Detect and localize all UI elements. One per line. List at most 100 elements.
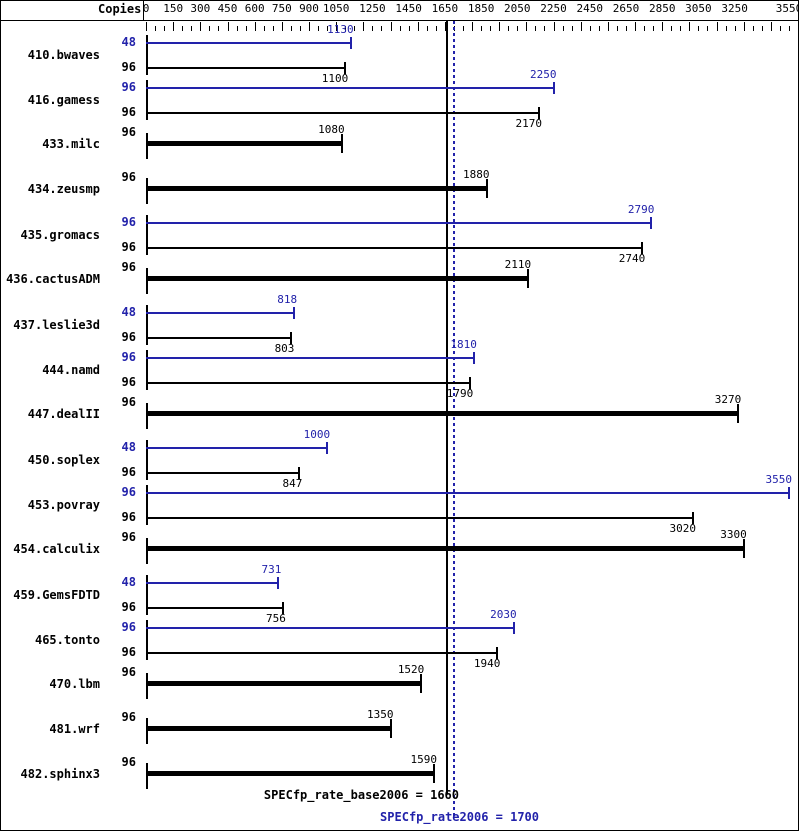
copies-value-base: 96 <box>121 755 136 769</box>
bar-value-label-base: 1590 <box>410 753 437 766</box>
axis-minor-tick <box>327 26 329 31</box>
bar-value-label-base: 1880 <box>463 168 490 181</box>
bar-value-label-base: 2110 <box>504 258 532 271</box>
axis-tick-label: 2050 <box>504 2 531 15</box>
axis-tick-label: 2250 <box>540 2 567 15</box>
peak-reference-line <box>452 21 455 816</box>
bar-end-cap-peak <box>293 307 296 319</box>
bar-peak <box>146 357 474 359</box>
benchmark-name-label: 436.cactusADM <box>6 272 100 286</box>
bar-end-cap-base <box>389 719 392 738</box>
axis-minor-tick <box>752 26 754 31</box>
axis-minor-tick <box>517 26 519 31</box>
bar-base <box>146 112 540 114</box>
axis-minor-tick <box>544 26 546 31</box>
bar-base <box>146 411 739 416</box>
footer-peak-score: SPECfp_rate2006 = 1700 <box>380 810 539 824</box>
axis-tick-label: 2850 <box>648 2 676 15</box>
benchmark-name-label: 470.lbm <box>49 677 100 691</box>
bar-end-cap-peak <box>788 487 790 499</box>
bar-value-label-base: 2170 <box>515 117 543 130</box>
axis-minor-tick <box>408 26 410 31</box>
copies-value-peak: 48 <box>121 35 136 49</box>
footer-base-score: SPECfp_rate_base2006 = 1660 <box>263 788 459 802</box>
bar-value-label-base: 1080 <box>318 123 345 136</box>
axis-tick-label: 3550 <box>775 2 799 15</box>
axis-tick-label: 1450 <box>395 2 422 15</box>
axis-minor-tick <box>734 26 736 31</box>
axis-minor-tick <box>707 26 709 31</box>
bar-value-label-peak: 818 <box>277 293 298 306</box>
axis-minor-tick <box>354 26 356 31</box>
axis-tick-label: 3050 <box>685 2 712 15</box>
axis-major-tick <box>770 22 772 31</box>
axis-minor-tick <box>290 26 292 31</box>
bar-value-label-peak: 731 <box>261 563 282 576</box>
axis-major-tick <box>227 22 229 31</box>
axis-major-tick <box>281 22 283 31</box>
axis-minor-tick <box>616 26 618 31</box>
copies-value-peak: 96 <box>121 350 136 364</box>
bar-end-cap-base <box>742 539 745 558</box>
bar-base <box>146 517 693 519</box>
axis-minor-tick <box>481 26 483 31</box>
row-origin-tick <box>146 403 148 429</box>
bar-value-label-base: 1100 <box>321 72 349 85</box>
copies-value-base: 96 <box>121 465 136 479</box>
copies-column-header: Copies <box>98 2 142 16</box>
axis-major-tick <box>309 22 310 31</box>
axis-minor-tick <box>182 26 184 31</box>
axis-major-tick <box>499 22 501 31</box>
bar-end-cap-peak <box>349 37 352 49</box>
row-origin-tick <box>146 35 148 75</box>
bar-end-cap-base <box>485 179 488 198</box>
copies-value-base: 96 <box>121 645 136 659</box>
bar-end-cap-base <box>692 512 694 524</box>
chart-border-top <box>0 0 799 1</box>
copies-value-base: 96 <box>121 260 136 274</box>
bar-value-label-base: 3270 <box>714 393 742 406</box>
axis-minor-tick <box>399 26 401 31</box>
axis-major-tick <box>444 22 446 31</box>
axis-major-tick <box>254 22 256 31</box>
axis-minor-tick <box>535 26 537 31</box>
bar-base <box>146 186 487 191</box>
benchmark-name-label: 459.GemsFDTD <box>13 587 100 602</box>
copies-value-peak: 96 <box>121 80 136 94</box>
bar-end-cap-base <box>281 602 284 614</box>
bar-end-cap-base <box>432 764 435 783</box>
bar-end-cap-base <box>469 377 472 389</box>
bar-end-cap-peak <box>472 352 475 364</box>
axis-major-tick <box>689 22 691 31</box>
bar-end-cap-base <box>420 674 423 693</box>
axis-minor-tick <box>299 26 301 31</box>
bar-value-label-peak: 1130 <box>327 23 354 36</box>
bar-end-cap-base <box>538 107 541 119</box>
benchmark-name-label: 410.bwaves <box>27 47 100 62</box>
axis-minor-tick <box>155 26 157 31</box>
chart-border-left <box>0 0 1 831</box>
row-origin-tick <box>146 268 148 294</box>
axis-major-tick <box>553 22 555 31</box>
axis-minor-tick <box>698 26 700 31</box>
axis-tick-label: 600 <box>244 2 265 15</box>
axis-major-tick <box>716 22 718 31</box>
axis-minor-tick <box>345 26 347 31</box>
bar-value-label-base: 1520 <box>397 663 425 676</box>
benchmark-name-label: 447.dealII <box>27 407 100 421</box>
copies-value-peak: 96 <box>121 485 136 499</box>
axis-major-tick <box>363 22 365 31</box>
bar-value-label-base: 1940 <box>473 657 501 670</box>
axis-minor-tick <box>191 26 193 31</box>
axis-major-tick <box>200 22 202 31</box>
axis-minor-tick <box>318 26 320 31</box>
bar-base <box>146 247 643 249</box>
benchmark-name-label: 454.calculix <box>13 542 100 556</box>
axis-minor-tick <box>236 26 238 31</box>
copies-value-base: 96 <box>121 330 136 344</box>
axis-minor-tick <box>218 26 220 31</box>
copies-value-base: 96 <box>121 240 136 254</box>
axis-tick-label: 2650 <box>612 2 640 15</box>
axis-minor-tick <box>680 26 682 31</box>
